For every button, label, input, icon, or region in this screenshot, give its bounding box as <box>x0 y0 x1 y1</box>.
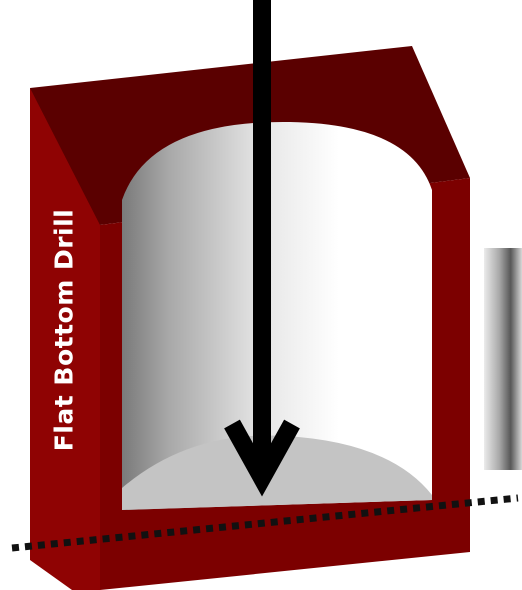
down-arrow-icon <box>224 419 300 497</box>
bore-floor <box>122 435 432 510</box>
side-label: Flat Bottom Drill <box>49 208 79 452</box>
bore-wall <box>122 121 432 510</box>
dotted-cut-line <box>11 494 519 552</box>
photo-fragment <box>484 248 522 470</box>
box-left-face <box>30 88 100 590</box>
